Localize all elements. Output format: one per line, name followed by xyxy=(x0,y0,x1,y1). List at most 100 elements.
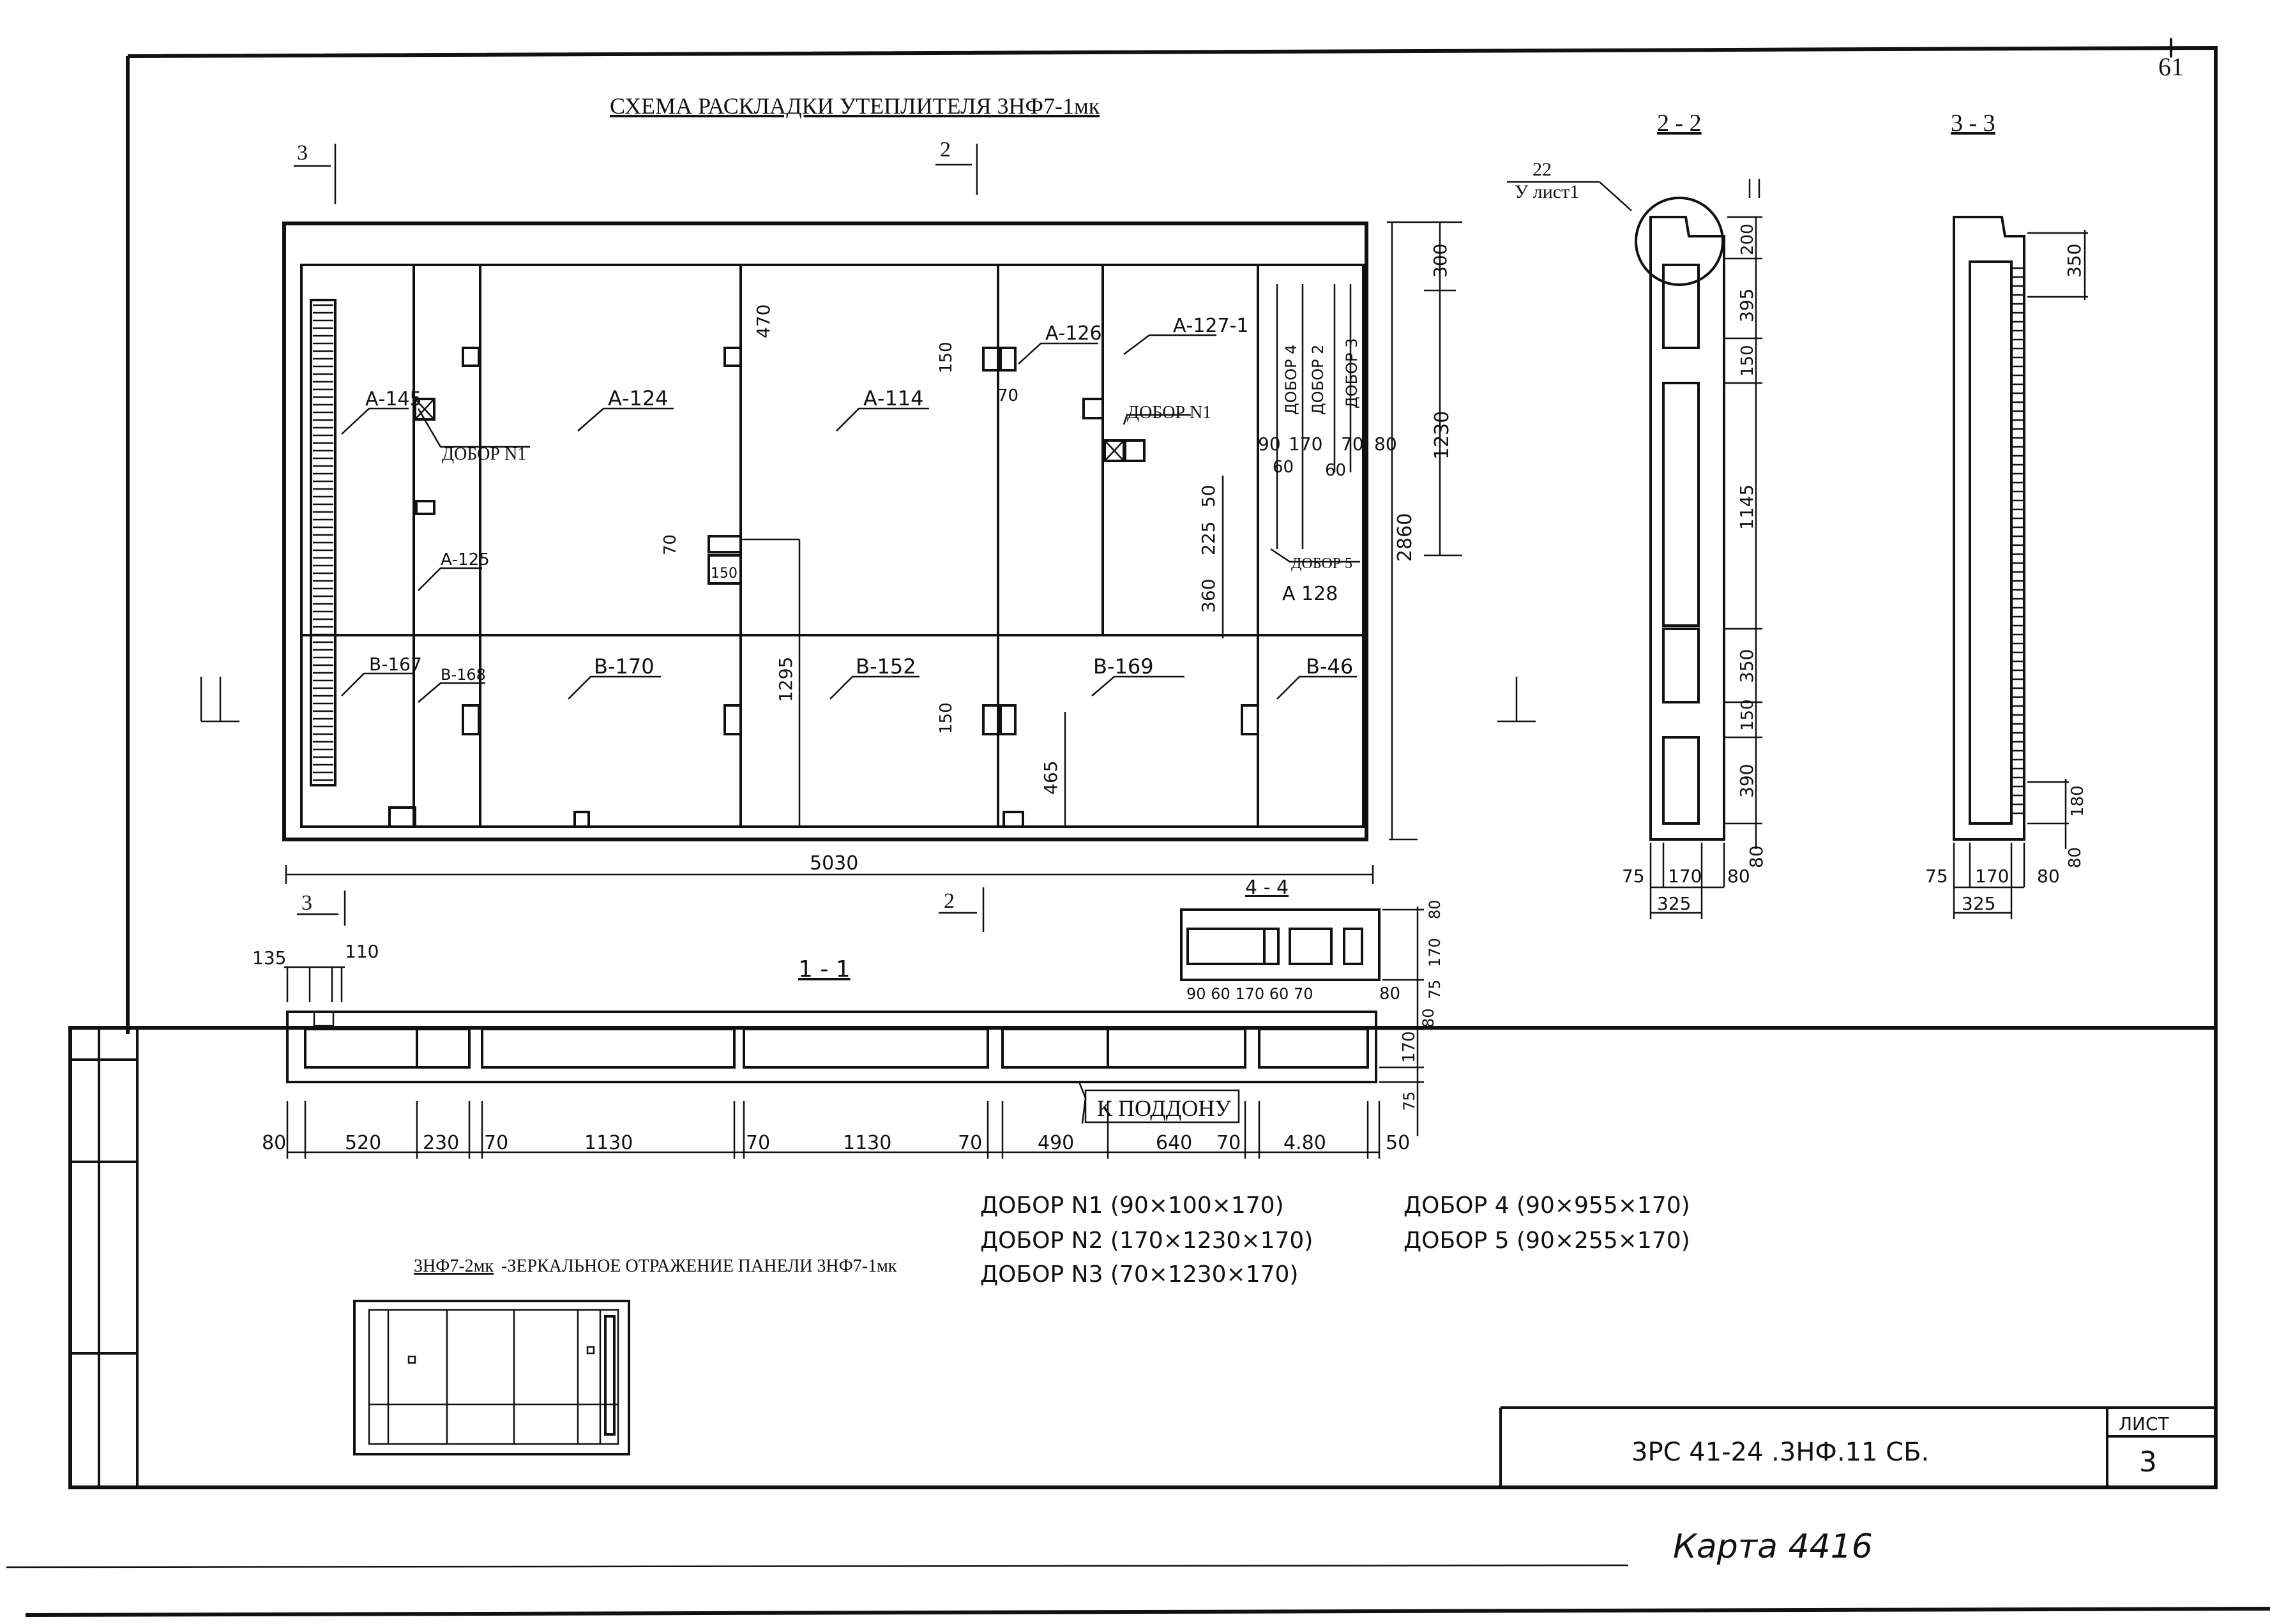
dim22-390: 390 xyxy=(1736,764,1757,798)
dim-360: 360 xyxy=(1198,579,1219,613)
plan-labels: А-145 А-124 А-114 А-126 А-127-1 А-125 А … xyxy=(365,315,1361,684)
dim11-bottom-label: 80 xyxy=(262,1132,286,1154)
dim22-b80: 80 xyxy=(1727,866,1750,887)
dobor-n2-spec: ДОБОР N2 (170×1230×170) xyxy=(980,1228,1313,1254)
dim44-170: 170 xyxy=(1426,938,1444,967)
dim-170: 170 xyxy=(1289,433,1322,455)
label-dobor-n1-right: ДОБОР N1 xyxy=(1127,403,1211,423)
section-markers: 3 2 3 2 xyxy=(200,138,1536,932)
dim11-75: 75 xyxy=(1400,1091,1418,1111)
label-a114: А-114 xyxy=(863,386,924,410)
dim22-1145: 1145 xyxy=(1736,485,1757,530)
label-a145: А-145 xyxy=(365,388,422,410)
callout-ref: У лист1 xyxy=(1515,181,1579,202)
label-a127: А-127-1 xyxy=(1173,315,1249,337)
marker-2-top: 2 xyxy=(940,138,951,162)
dim-150-a: 150 xyxy=(937,342,956,373)
dim11-bottom-label: 70 xyxy=(958,1132,982,1154)
dim-5030: 5030 xyxy=(810,852,858,875)
dim-1230: 1230 xyxy=(1431,411,1453,460)
label-b170: В-170 xyxy=(594,654,655,679)
dim11-bottom-label: 490 xyxy=(1038,1132,1074,1154)
dim22-350: 350 xyxy=(1736,649,1757,683)
section-4-4: 4 - 4 80 170 75 90 60 170 60 70 80 xyxy=(1180,876,1444,1015)
dim33-180: 180 xyxy=(2068,785,2087,817)
dim-470: 470 xyxy=(753,304,774,338)
dobor-4-spec: ДОБОР 4 (90×955×170) xyxy=(1404,1192,1690,1219)
dim22-200: 200 xyxy=(1738,223,1757,255)
label-dobor5: ДОБОР 5 xyxy=(1291,555,1352,572)
sheet-label: ЛИСТ xyxy=(2119,1413,2170,1434)
dim11-110: 110 xyxy=(345,941,379,962)
label-b46: В-46 xyxy=(1306,654,1353,679)
dim22-80: 80 xyxy=(1746,845,1767,868)
mirror-note: 3НФ7-2мк -ЗЕРКАЛЬНОЕ ОТРАЖЕНИЕ ПАНЕЛИ 3Н… xyxy=(353,1256,897,1455)
dim11-bottom-label: 640 xyxy=(1156,1132,1192,1154)
dim44-80a: 80 xyxy=(1426,899,1444,919)
section-3-3-comb xyxy=(2011,267,2023,815)
label-a126: А-126 xyxy=(1045,322,1102,345)
dim-225: 225 xyxy=(1198,522,1219,555)
label-a125: А-125 xyxy=(441,550,490,569)
dim11-80: 80 xyxy=(1419,1008,1437,1028)
dim33-80: 80 xyxy=(2066,847,2085,868)
callout-number: 22 xyxy=(1532,159,1552,180)
dim-70-b: 70 xyxy=(661,534,680,555)
label-dobor4: ДОБОР 4 xyxy=(1282,345,1300,415)
dim44-row: 90 60 170 60 70 xyxy=(1186,985,1313,1003)
dim22-150b: 150 xyxy=(1738,699,1757,731)
dim11-bottom-label: 1130 xyxy=(584,1132,633,1154)
dim-80: 80 xyxy=(1374,433,1397,455)
label-b152: В-152 xyxy=(856,654,916,679)
label-b168: В-168 xyxy=(441,666,486,684)
dim33-b325: 325 xyxy=(1962,893,1995,914)
label-a124: А-124 xyxy=(608,386,669,410)
dim33-b170: 170 xyxy=(1975,866,2009,887)
section-1-1-title: 1 - 1 xyxy=(798,956,851,982)
dim11-bottom-label: 230 xyxy=(423,1132,459,1154)
to-pallet-label: К ПОДДОНУ xyxy=(1097,1095,1231,1121)
dim11-135: 135 xyxy=(252,947,286,968)
dim11-bottom-label: 1130 xyxy=(843,1132,891,1154)
dim44-75: 75 xyxy=(1426,979,1444,999)
card-note: Карта 4416 xyxy=(1673,1528,1873,1566)
label-dobor2: ДОБОР 2 xyxy=(1309,345,1327,415)
dim-150-c: 150 xyxy=(937,702,956,734)
dim22-150a: 150 xyxy=(1738,345,1757,377)
dim33-b75: 75 xyxy=(1925,866,1948,887)
label-b167: В-167 xyxy=(369,654,422,675)
dobor-list: ДОБОР N1 (90×100×170) ДОБОР N2 (170×1230… xyxy=(980,1192,1690,1288)
dim11-bottom-label: 50 xyxy=(1386,1132,1410,1154)
dim-70-c: 70 xyxy=(1341,433,1364,455)
dim-50: 50 xyxy=(1198,485,1219,508)
dobor-n1-spec: ДОБОР N1 (90×100×170) xyxy=(980,1192,1284,1219)
mirror-thumbnail xyxy=(353,1300,630,1455)
dim11-bottom-label: 70 xyxy=(1216,1132,1241,1154)
plan-dimensions: 470 150 70 70 150 1295 150 465 90 170 70… xyxy=(285,221,1462,884)
dim22-b325: 325 xyxy=(1657,893,1691,914)
dim11-bottom-label: 4.80 xyxy=(1283,1132,1326,1154)
marker-2-bottom: 2 xyxy=(944,889,955,913)
plan-leaders xyxy=(341,334,1360,703)
dim-300: 300 xyxy=(1430,244,1451,278)
dim22-b170: 170 xyxy=(1668,866,1702,887)
dim33-b80: 80 xyxy=(2037,866,2060,887)
dim22-395: 395 xyxy=(1736,289,1757,322)
dim-70-a: 70 xyxy=(997,386,1018,405)
dim44-80b: 80 xyxy=(1379,984,1400,1004)
sheet-frame xyxy=(6,38,2270,1617)
title-block: 3РС 41-24 .3НФ.11 СБ. ЛИСТ 3 xyxy=(1499,1406,2216,1487)
mirror-text: -ЗЕРКАЛЬНОЕ ОТРАЖЕНИЕ ПАНЕЛИ 3НФ7-1мк xyxy=(501,1256,897,1276)
dobor-n3-spec: ДОБОР N3 (70×1230×170) xyxy=(980,1261,1298,1288)
label-a128: А 128 xyxy=(1282,583,1338,605)
label-dobor3: ДОБОР 3 xyxy=(1343,338,1361,409)
mirror-code: 3НФ7-2мк xyxy=(414,1256,494,1276)
dim-150-b: 150 xyxy=(711,566,738,582)
section-3-3-title: 3 - 3 xyxy=(1951,110,1995,137)
section-2-2: 2 - 2 22 У лист1 200 395 150 1145 350 15… xyxy=(1507,110,1767,919)
marker-3-top: 3 xyxy=(297,141,308,165)
dim11-170: 170 xyxy=(1400,1031,1419,1063)
